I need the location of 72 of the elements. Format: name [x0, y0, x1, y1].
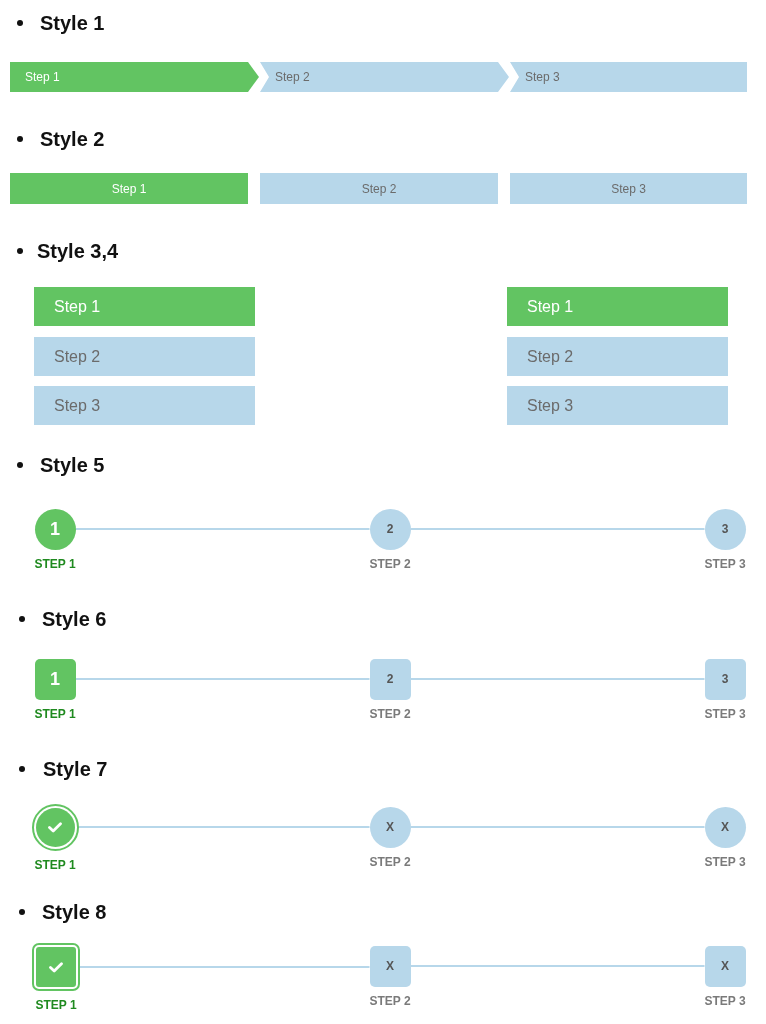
- step-label: Step 2: [361, 181, 397, 196]
- step-number: 3: [721, 522, 729, 536]
- section-heading: Style 8: [42, 901, 107, 923]
- step-label: Step 3: [525, 70, 560, 84]
- step-label: Step 2: [275, 70, 310, 84]
- step-caption: STEP 2: [369, 993, 411, 1008]
- step-square: [34, 658, 76, 700]
- step-list-item: [507, 287, 728, 326]
- section-heading: Style 1: [40, 12, 105, 34]
- step-caption: STEP 3: [704, 706, 746, 721]
- step-square: [704, 658, 746, 700]
- step-label: Step 2: [527, 347, 574, 366]
- step-label: Step 1: [25, 70, 60, 84]
- step-marker: X: [721, 820, 729, 834]
- step-number: 1: [50, 518, 60, 540]
- step-number: 2: [386, 522, 394, 536]
- step-circle: [369, 806, 411, 848]
- step-circle: [34, 508, 76, 550]
- step-caption: STEP 2: [369, 556, 411, 571]
- step-number: 2: [386, 672, 394, 686]
- completed-step-square: [32, 943, 80, 991]
- step-circle: [704, 806, 746, 848]
- step-list-item: [507, 337, 728, 376]
- step-caption: STEP 3: [704, 854, 746, 869]
- step-list-item: [34, 287, 255, 326]
- step-label: Step 2: [54, 347, 101, 366]
- section-heading: Style 2: [40, 128, 105, 150]
- connector-line: [409, 965, 706, 967]
- connector-line: [409, 678, 706, 680]
- section-heading: Style 3,4: [37, 240, 119, 262]
- step-label: Step 3: [527, 396, 574, 415]
- step-circle: [369, 508, 411, 550]
- section-heading: Style 7: [43, 758, 108, 780]
- step-caption: STEP 1: [35, 998, 77, 1012]
- step-circle: [704, 508, 746, 550]
- step-number: 1: [50, 668, 60, 690]
- step-caption: STEP 1: [34, 706, 76, 721]
- step-label: Step 3: [54, 396, 101, 415]
- step-number: 3: [721, 672, 729, 686]
- step-label: Step 1: [527, 297, 574, 316]
- step-label: Step 1: [54, 297, 101, 316]
- step-bar: [510, 173, 747, 204]
- chevron-step: [10, 62, 259, 92]
- connector-line: [74, 678, 371, 680]
- step-square: [704, 945, 746, 987]
- step-square: [369, 945, 411, 987]
- step-caption: STEP 3: [704, 556, 746, 571]
- section-heading: Style 6: [42, 608, 107, 630]
- connector-line: [74, 528, 371, 530]
- connector-line: [77, 826, 371, 828]
- step-list-item: [507, 386, 728, 425]
- step-marker: X: [721, 959, 729, 973]
- chevron-step: [510, 62, 747, 92]
- step-bar: [10, 173, 248, 204]
- step-caption: STEP 1: [34, 556, 76, 571]
- step-list-item: [34, 337, 255, 376]
- step-square: [369, 658, 411, 700]
- step-marker: X: [386, 959, 394, 973]
- step-caption: STEP 3: [704, 993, 746, 1008]
- step-list-item: [34, 386, 255, 425]
- section-heading: Style 5: [40, 454, 105, 476]
- step-caption: STEP 2: [369, 854, 411, 869]
- step-label: Step 3: [611, 181, 646, 196]
- chevron-step: [260, 62, 509, 92]
- step-label: Step 1: [111, 181, 147, 196]
- connector-line: [409, 528, 706, 530]
- step-caption: STEP 1: [34, 857, 76, 872]
- step-caption: STEP 2: [369, 706, 411, 721]
- step-bar: [260, 173, 498, 204]
- step-marker: X: [386, 820, 394, 834]
- connector-line: [79, 966, 371, 968]
- connector-line: [409, 826, 706, 828]
